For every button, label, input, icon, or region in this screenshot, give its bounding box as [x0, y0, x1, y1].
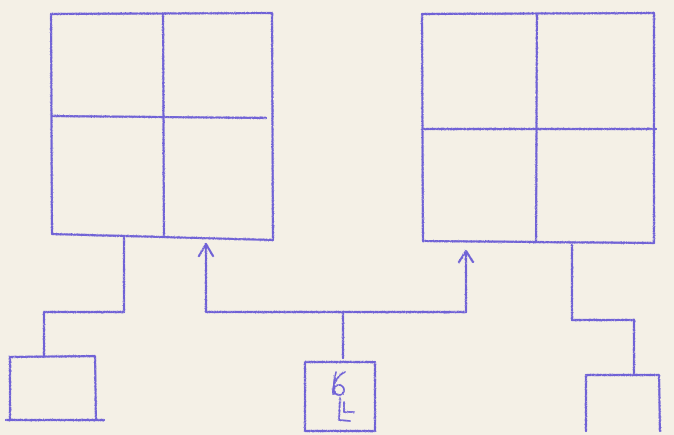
center-figure-box — [305, 362, 375, 431]
left-connector — [44, 238, 124, 357]
right-base-box — [586, 375, 660, 431]
right-connector — [572, 245, 634, 374]
diagram-ink — [6, 13, 660, 431]
center-connector — [206, 246, 466, 358]
right-window-panel — [422, 13, 656, 243]
stick-figure-icon — [333, 372, 354, 421]
left-window-panel — [51, 13, 273, 240]
left-base-box — [6, 356, 104, 420]
